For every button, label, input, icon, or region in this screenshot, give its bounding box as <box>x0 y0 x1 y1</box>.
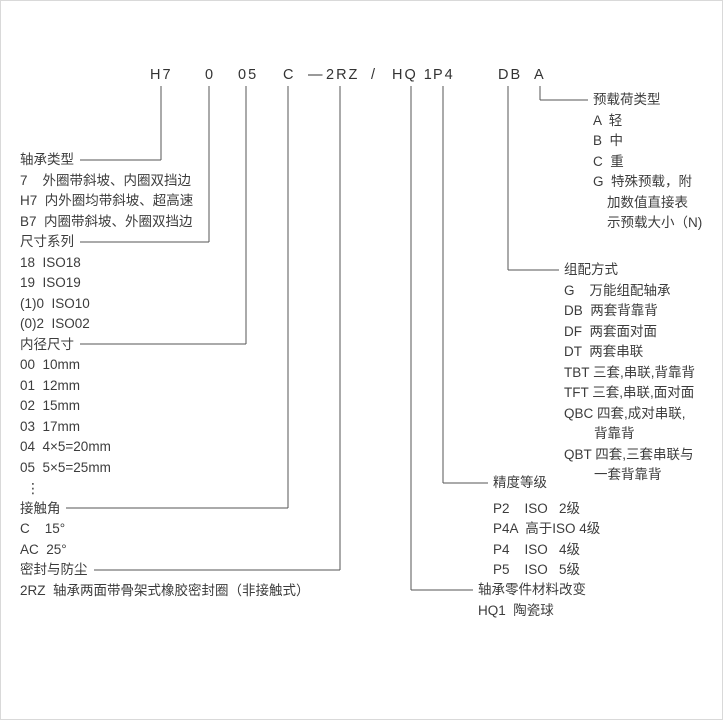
contact-angle-item: C 15° <box>20 521 66 536</box>
section-title-arrangement: 组配方式 <box>564 262 618 277</box>
ellipsis-marker: ⋮ <box>26 480 40 496</box>
precision-item: P5 ISO 5级 <box>493 562 581 577</box>
arrangement-item-continuation: 一套背靠背 <box>594 467 662 482</box>
code-seal: 2RZ <box>326 67 360 83</box>
section-title-material: 轴承零件材料改变 <box>478 582 586 597</box>
code-precision: P4 <box>433 67 455 83</box>
preload-section: 预载荷类型 A 轻 B 中 C 重 G 特殊预载，附 加数值直接表 示预载大小（… <box>593 90 702 234</box>
preload-item-continuation: 加数值直接表 <box>607 194 688 210</box>
arrangement-item: DT 两套串联 <box>564 344 644 359</box>
precision-section: 精度等级 P2 ISO 2级 P4A 高于ISO 4级 P4 ISO 4级 P5… <box>493 473 600 581</box>
code-arrangement: DB <box>498 67 523 83</box>
arrangement-item: TFT 三套,串联,面对面 <box>564 385 695 400</box>
seal-item: 2RZ 轴承两面带骨架式橡胶密封圈（非接触式） <box>20 582 310 598</box>
bore-item: 01 12mm <box>20 377 81 393</box>
arrangement-item: QBT 四套,三套串联与 <box>564 446 694 462</box>
section-title-precision: 精度等级 <box>493 475 547 490</box>
section-title-bearing-type: 轴承类型 <box>20 152 74 167</box>
arrangement-item: TBT 三套,串联,背靠背 <box>564 364 696 380</box>
section-title-size-series: 尺寸系列 <box>20 234 74 249</box>
arrangement-item: DB 两套背靠背 <box>564 303 658 318</box>
code-bearing-type: H7 <box>150 67 173 83</box>
arrangement-item: DF 两套面对面 <box>564 323 657 339</box>
precision-item: P4 ISO 4级 <box>493 541 581 557</box>
bore-item: 00 10mm <box>20 357 81 372</box>
arrangement-item-continuation: 背靠背 <box>594 426 635 441</box>
code-size-series: 0 <box>205 67 216 83</box>
section-title-contact-angle: 接触角 <box>20 500 61 516</box>
bore-item: 02 15mm <box>20 398 81 413</box>
preload-item: C 重 <box>593 153 624 169</box>
code-preload: A <box>534 67 546 83</box>
code-dash: — <box>308 67 325 83</box>
bearing-type-item: 7 外圈带斜坡、内圈双挡边 <box>20 172 192 188</box>
preload-item: G 特殊预载，附 <box>593 174 693 189</box>
code-contact-angle: C <box>283 67 296 83</box>
precision-item: P2 ISO 2级 <box>493 500 581 516</box>
contact-angle-item: AC 25° <box>20 541 67 557</box>
arrangement-item: QBC 四套,成对串联, <box>564 405 686 421</box>
size-series-item: 18 ISO18 <box>20 254 81 270</box>
section-title-bore: 内径尺寸 <box>20 336 74 352</box>
left-column: 轴承类型 7 外圈带斜坡、内圈双挡边 H7 内外圈均带斜坡、超高速 B7 内圈带… <box>20 150 380 601</box>
arrangement-item: G 万能组配轴承 <box>564 282 671 298</box>
material-item: HQ1 陶瓷球 <box>478 602 554 618</box>
arrangement-section: 组配方式 G 万能组配轴承 DB 两套背靠背 DF 两套面对面 DT 两套串联 … <box>564 260 695 486</box>
section-title-preload: 预载荷类型 <box>593 92 661 107</box>
code-material: HQ 1 <box>392 67 434 83</box>
bore-item: 03 17mm <box>20 418 81 434</box>
size-series-item: (0)2 ISO02 <box>20 316 90 331</box>
preload-item-continuation: 示预载大小（N) <box>607 215 703 230</box>
code-bore: 05 <box>238 67 259 83</box>
section-title-seal: 密封与防尘 <box>20 562 88 577</box>
material-section: 轴承零件材料改变 HQ1 陶瓷球 <box>478 580 586 621</box>
size-series-item: (1)0 ISO10 <box>20 295 90 311</box>
bearing-type-item: H7 内外圈均带斜坡、超高速 <box>20 193 194 208</box>
precision-item: P4A 高于ISO 4级 <box>493 521 601 536</box>
bearing-type-item: B7 内圈带斜坡、外圈双挡边 <box>20 213 193 229</box>
code-slash: / <box>371 67 378 83</box>
size-series-item: 19 ISO19 <box>20 275 81 290</box>
bore-item: 04 4×5=20mm <box>20 439 111 454</box>
preload-item: B 中 <box>593 133 624 148</box>
preload-item: A 轻 <box>593 112 623 128</box>
bore-item: 05 5×5=25mm <box>20 459 111 475</box>
